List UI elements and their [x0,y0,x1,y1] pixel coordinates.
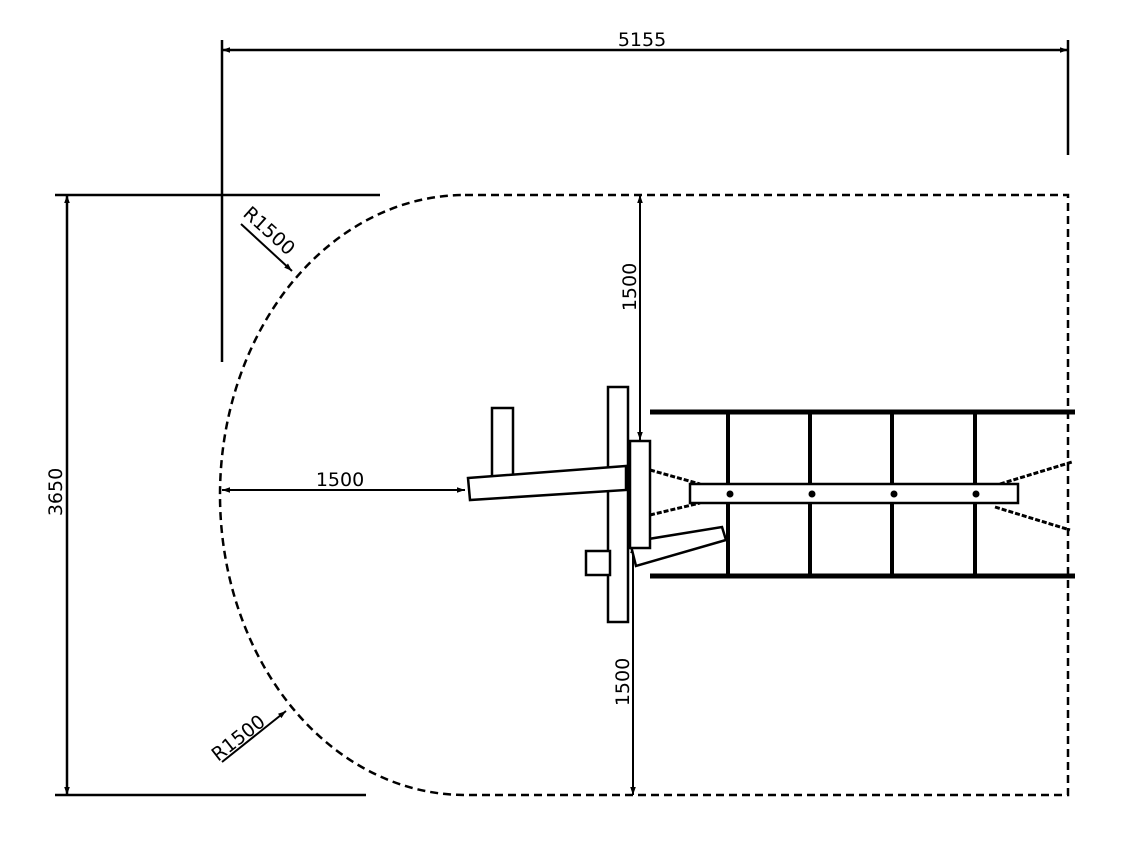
frame-posts [466,385,728,624]
clearance-dimensions [221,195,643,795]
radius-bottom-label: R1500 [208,711,270,766]
clearance-bottom-label: 1500 [612,658,634,706]
clearance-left-label: 1500 [316,469,364,491]
horizontal-ladder [649,409,1075,579]
clearance-top-label: 1500 [619,263,641,311]
depth-dimension-label: 3650 [45,468,67,516]
depth-dimension [55,193,380,797]
width-dimension [220,40,1070,362]
width-dimension-label: 5155 [618,29,666,51]
beam-bolts [726,490,980,498]
safety-zone-boundary [218,193,1070,797]
